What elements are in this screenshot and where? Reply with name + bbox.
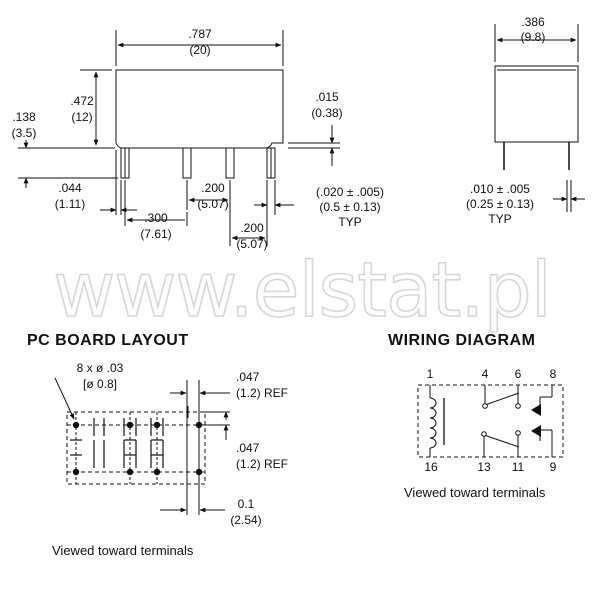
span-mm: (7.61) [140, 227, 171, 241]
wiring-heading: WIRING DIAGRAM [388, 332, 535, 349]
contact-terminal [515, 430, 521, 436]
end-width-inch: .386 [521, 15, 545, 29]
pcb-hole [153, 421, 161, 429]
pcb-hole [72, 468, 80, 476]
wiring-arrows [531, 404, 541, 437]
pc-board-heading: PC BOARD LAYOUT [27, 332, 189, 349]
pin-width-typ: TYP [338, 215, 361, 229]
pcb-hole [153, 468, 161, 476]
pin-label-bottom-16: 16 [424, 460, 438, 474]
pc-board-labels: 8 x ø .03 [ø 0.8] .047 (1.2) REF .047 (1… [52, 361, 288, 558]
pin-label-bottom-13: 13 [477, 460, 491, 474]
pin-label-top-4: 4 [482, 367, 489, 381]
pin-label-top-6: 6 [515, 367, 522, 381]
pin-label-top-1: 1 [427, 367, 434, 381]
height-inch: .472 [70, 94, 94, 108]
width-mm: (20) [189, 43, 210, 57]
end-offset-inch: .044 [58, 181, 82, 195]
coil-symbol [429, 385, 445, 457]
pin-width-mm: (0.5 ± 0.13) [319, 200, 380, 214]
end-view [494, 24, 585, 212]
pc-board-layout [54, 377, 230, 515]
span-inch: .300 [144, 211, 168, 225]
pin-thickness-mm: (0.38) [311, 106, 342, 120]
pin-width-inch: (.020 ± .005) [316, 185, 384, 199]
pitch-a-inch: .200 [201, 181, 225, 195]
relay-body-end [494, 65, 579, 143]
contact-arrow [531, 404, 541, 416]
pin-label-top-8: 8 [550, 367, 557, 381]
side-view [18, 30, 340, 246]
wiring-diagram [417, 384, 564, 458]
pin-length-inch: .138 [12, 110, 36, 124]
pc-board-caption: Viewed toward terminals [52, 543, 194, 558]
pin-label-bottom-9: 9 [550, 460, 557, 474]
holes-note-line2: [ø 0.8] [83, 377, 117, 391]
pin-thickness-inch: .015 [315, 90, 339, 104]
side-pins [120, 147, 276, 179]
width-inch: .787 [188, 27, 212, 41]
pcb-hole [126, 421, 134, 429]
contact-terminal [481, 431, 487, 437]
relay-body-side [115, 69, 284, 149]
watermark: www.elstat.pl [53, 245, 551, 334]
wiring-outline [417, 384, 564, 458]
wiring-caption: Viewed toward terminals [404, 485, 546, 500]
end-pin-inch: .010 ± .005 [470, 182, 530, 196]
pitch-a-mm: (5.07) [197, 197, 228, 211]
contact-arrow [531, 425, 541, 437]
pitch-b-inch: .200 [240, 221, 264, 235]
ref-bottom-mm: (1.2) REF [236, 457, 288, 471]
pitch-mm: (2.54) [230, 513, 261, 527]
ref-bottom-inch: .047 [236, 441, 260, 455]
upper-switch [484, 385, 553, 410]
pitch-b-mm: (5.07) [236, 237, 267, 251]
wiring-labels: 1 4 6 8 16 13 11 9 Viewed toward termina… [404, 367, 557, 500]
contact-terminal [515, 403, 521, 409]
ref-top-inch: .047 [236, 370, 260, 384]
side-view-labels: .787 (20) .472 (12) .138 (3.5) .015 (0.3… [12, 27, 384, 251]
end-view-labels: .386 (9.8) .010 ± .005 (0.25 ± 0.13) TYP [466, 15, 545, 226]
pitch-inch: 0.1 [238, 497, 255, 511]
end-offset-mm: (1.11) [55, 197, 85, 211]
pcb-hole [195, 421, 203, 429]
contact-terminal [482, 403, 488, 409]
holes-note-line1: 8 x ø .03 [77, 361, 124, 375]
ref-top-mm: (1.2) REF [236, 386, 288, 400]
pcb-hole [195, 468, 203, 476]
end-width-mm: (9.8) [521, 30, 546, 44]
pin-length-mm: (3.5) [12, 126, 37, 140]
wiring-contacts [481, 403, 521, 437]
height-mm: (12) [71, 110, 92, 124]
pcb-hole [72, 421, 80, 429]
end-pin-typ: TYP [488, 212, 511, 226]
pcb-hole [126, 468, 134, 476]
pin-label-bottom-11: 11 [512, 460, 525, 474]
end-pin-mm: (0.25 ± 0.13) [466, 197, 534, 211]
pcb-holes [72, 421, 203, 476]
